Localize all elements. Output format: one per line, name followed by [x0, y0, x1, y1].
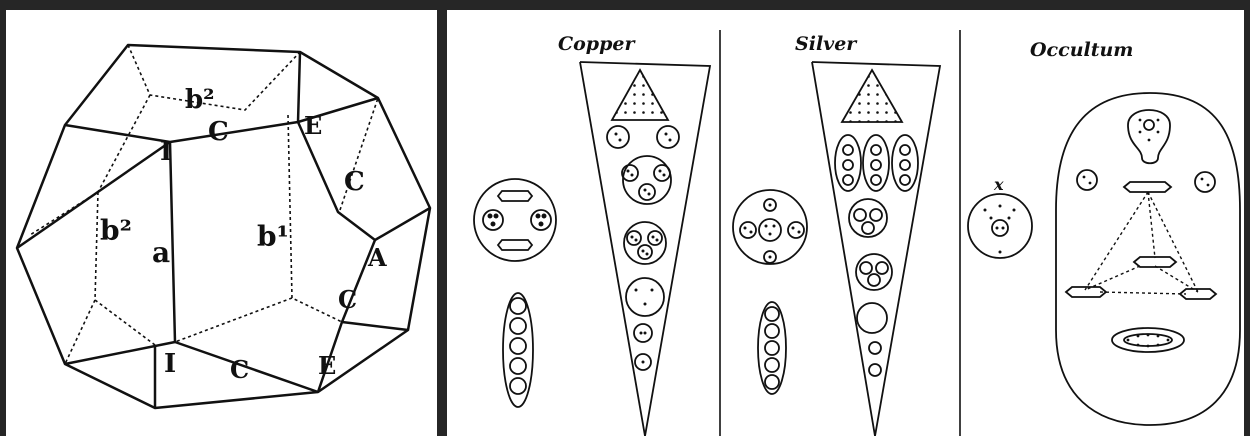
occultum-mark: x [993, 175, 1004, 194]
label-i-top: I [160, 137, 172, 167]
occultum-title: Occultum [1030, 39, 1133, 61]
label-c-lower-right: C [338, 285, 357, 314]
label-i-bottom: I [164, 349, 176, 379]
label-e-top: E [304, 111, 322, 140]
label-c-bottom: C [230, 355, 249, 384]
crystal-polyhedron [17, 45, 430, 408]
label-b1: b¹ [257, 220, 289, 253]
copper-sphere [474, 179, 556, 261]
occultum-sphere [968, 194, 1032, 258]
copper-funnel [580, 62, 710, 436]
silver-ellipse [758, 302, 786, 394]
label-e-bottom: E [318, 351, 336, 380]
silver-funnel [812, 62, 940, 436]
label-b2-top: b² [185, 85, 215, 115]
label-b2-left: b² [100, 214, 132, 247]
silver-title: Silver [795, 33, 858, 55]
label-c-right: C [344, 167, 365, 197]
occultum-body [1056, 93, 1240, 425]
copper-title: Copper [558, 33, 636, 55]
copper-ellipse [503, 293, 533, 407]
label-c-top: C [208, 117, 229, 147]
label-a: a [152, 236, 170, 269]
label-a-right: A [367, 243, 387, 272]
silver-sphere [733, 190, 807, 264]
